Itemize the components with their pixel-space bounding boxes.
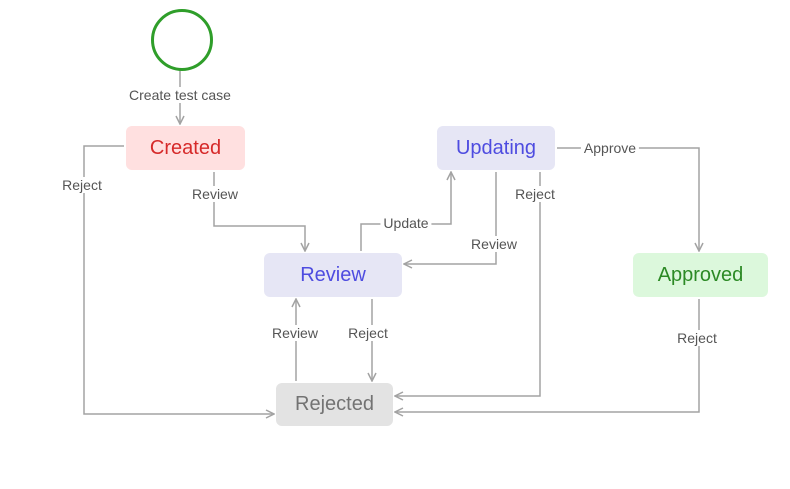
label-approved-reject: Reject — [674, 330, 720, 346]
label-created-reject: Reject — [59, 177, 105, 193]
state-review[interactable]: Review — [264, 253, 402, 297]
label-review-reject: Reject — [345, 325, 391, 341]
label-review-update: Update — [380, 215, 432, 231]
label-create-test-case: Create test case — [126, 87, 234, 103]
label-created-review: Review — [189, 186, 241, 202]
label-updating-reject: Reject — [512, 186, 558, 202]
start-node — [151, 9, 213, 71]
edge-updating-to-review — [404, 172, 497, 264]
state-approved[interactable]: Approved — [633, 253, 768, 297]
state-rejected[interactable]: Rejected — [276, 383, 393, 426]
label-updating-review: Review — [468, 236, 520, 252]
edge-updating-to-rejected — [395, 172, 541, 396]
label-updating-approve: Approve — [580, 140, 640, 156]
label-rejected-review: Review — [269, 325, 321, 341]
edge-created-to-review — [213, 172, 305, 251]
edge-updating-to-approved — [557, 147, 699, 251]
state-created[interactable]: Created — [126, 126, 245, 170]
edge-created-to-rejected — [83, 145, 274, 414]
state-updating[interactable]: Updating — [437, 126, 555, 170]
edge-review-to-updating — [360, 172, 451, 251]
edge-approved-to-rejected — [395, 299, 700, 412]
